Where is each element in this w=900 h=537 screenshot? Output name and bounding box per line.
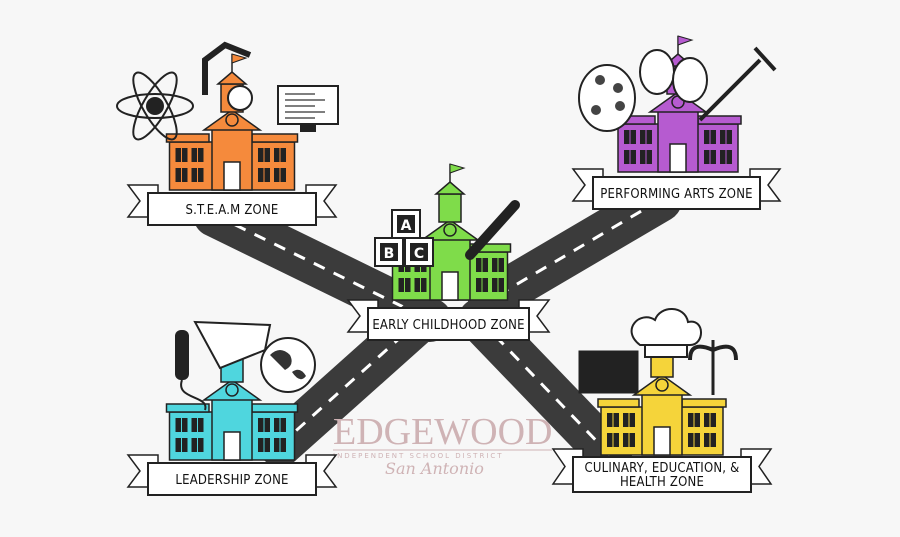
caduceus-icon (688, 340, 738, 395)
banner-leadership: LEADERSHIP ZONE (126, 454, 338, 496)
chalkboard-icon (578, 350, 639, 394)
chef-hat-band (644, 344, 688, 358)
block-letter: A (401, 218, 412, 234)
roof-left (165, 133, 210, 143)
atom-orbit (116, 93, 194, 119)
robot-arm (202, 41, 252, 95)
tower-roof (433, 181, 467, 195)
banner-steam: S.T.E.A.M ZONE (126, 184, 338, 226)
banner-culinary: CULINARY, EDUCATION, &HEALTH ZONE (551, 448, 773, 493)
crayon-icon (465, 200, 520, 260)
trumpet (698, 46, 777, 122)
road-center-dash (489, 198, 661, 302)
tragedy-mask (672, 57, 708, 103)
road-center-dash (214, 213, 431, 322)
building-leadership (165, 323, 299, 461)
atom-icon (116, 71, 194, 141)
roof-right (251, 403, 299, 413)
door (653, 426, 671, 456)
road-center-dash (478, 318, 612, 457)
banner-ribbon (147, 462, 317, 496)
microphone-icon (175, 330, 207, 411)
paint-dot (613, 83, 623, 93)
zone-label: S.T.E.A.M ZONE (186, 203, 279, 218)
bell-tower (438, 193, 462, 223)
edgewood-logo-watermark: EDGEWOOD INDEPENDENT SCHOOL DISTRICT San… (333, 411, 553, 478)
door (223, 161, 241, 191)
block-face (410, 243, 428, 261)
roof-right (681, 398, 727, 408)
trumpet-icon (698, 46, 777, 122)
block (374, 237, 404, 267)
buildings (165, 35, 742, 461)
block-letter: C (414, 246, 424, 262)
palette (578, 64, 636, 132)
zone-label-line1: CULINARY, EDUCATION, & (585, 461, 740, 476)
watermark-signature: San Antonio (385, 459, 484, 478)
computer-monitor-icon (277, 85, 339, 132)
paint-dot (595, 75, 605, 85)
building-early-childhood (388, 163, 512, 301)
watermark-tagline: INDEPENDENT SCHOOL DISTRICT (333, 452, 504, 460)
paint-dot (591, 105, 601, 115)
chef-hat-icon (630, 308, 702, 358)
flag-icon (449, 163, 466, 174)
handshake-icon (193, 320, 272, 370)
robot-wheel (227, 85, 253, 111)
clock-icon (443, 223, 457, 237)
block-letter: B (384, 246, 395, 262)
zone-icons: AB C (116, 41, 777, 411)
clock-icon (655, 378, 669, 392)
paint-dot (615, 101, 625, 111)
atom-nucleus (146, 97, 164, 115)
robot-arm-icon (202, 41, 253, 111)
atom-orbit (132, 71, 178, 141)
zone-label: PERFORMING ARTS ZONE (600, 187, 753, 202)
wings (688, 344, 738, 361)
roof-left (165, 403, 210, 413)
theater-masks-icon (639, 49, 708, 103)
banner-ribbon (592, 176, 761, 210)
banner-ribbon (572, 456, 752, 493)
zone-label: EARLY CHILDHOOD ZONE (372, 318, 524, 333)
roof-left (597, 398, 640, 408)
watermark-name: EDGEWOOD (333, 411, 553, 453)
atom-orbit (132, 71, 178, 141)
flag-icon (677, 35, 694, 46)
clock-icon (225, 113, 239, 127)
paint-palette-icon (578, 64, 636, 132)
door (223, 431, 241, 461)
banner-performing-arts: PERFORMING ARTS ZONE (571, 168, 782, 210)
monitor-stand (300, 124, 316, 132)
flag-icon (231, 53, 248, 64)
roof-right (251, 133, 299, 143)
door (669, 143, 687, 173)
banners: S.T.E.A.M ZONE PERFORMING ARTS ZONE EARLY … (126, 168, 782, 496)
banner-ribbon (367, 307, 530, 341)
tower-roof (215, 71, 249, 85)
door (441, 271, 459, 301)
abc-blocks-icon: AB C (374, 209, 434, 267)
globe-icon (260, 337, 316, 393)
block-face (397, 215, 415, 233)
banner-early-childhood: EARLY CHILDHOOD ZONE (346, 299, 551, 341)
clock-icon (225, 383, 239, 397)
zone-label: LEADERSHIP ZONE (175, 473, 288, 488)
chef-hat (630, 308, 702, 346)
block-face (380, 243, 398, 261)
mic (175, 330, 189, 380)
banner-ribbon (147, 192, 317, 226)
continents (270, 350, 306, 380)
zone-label-line2: HEALTH ZONE (620, 475, 704, 490)
mic-cable (180, 379, 207, 411)
comedy-mask (639, 49, 675, 95)
